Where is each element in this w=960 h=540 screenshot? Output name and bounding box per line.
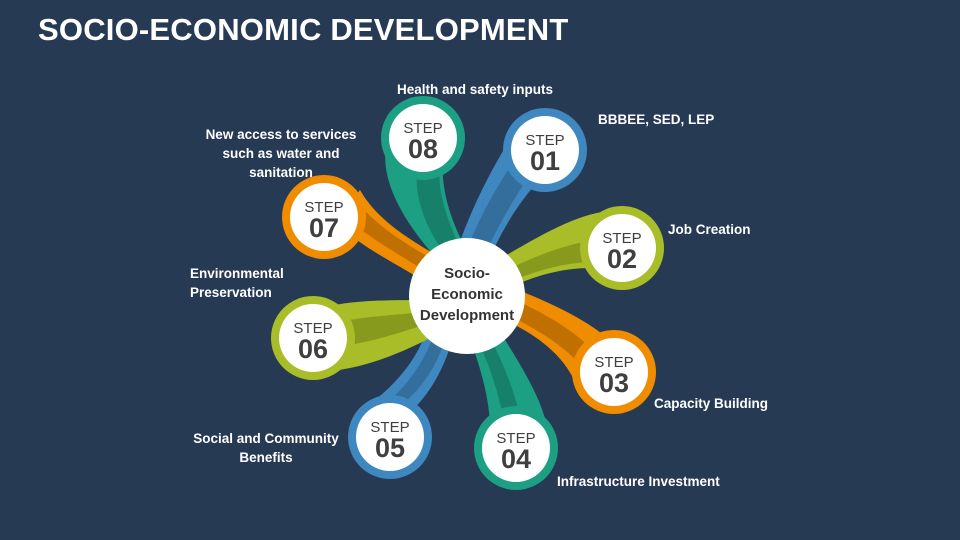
step-node-08: STEP 08 (381, 96, 465, 180)
step-node-01: STEP 01 (503, 108, 587, 192)
center-line-2: Economic (431, 286, 503, 303)
step-label-03: Capacity Building (654, 396, 769, 411)
step-node-02: STEP 02 (580, 206, 664, 290)
step-node-05: STEP 05 (348, 395, 432, 479)
step-word: STEP (525, 132, 564, 149)
step-label-01: BBBEE, SED, LEP (598, 112, 715, 127)
petal-step-07-shade (352, 208, 442, 275)
step-label-04: Infrastructure Investment (557, 474, 720, 489)
center-circle (409, 238, 525, 354)
petal-step-08-shade (416, 160, 462, 258)
step-number-06: 06 (298, 334, 328, 364)
step-label-05: Social and Community Benefits (193, 431, 339, 465)
step-label-07: New access to services such as water and… (205, 127, 357, 180)
step-number-03: 03 (599, 368, 629, 398)
step-word: STEP (403, 120, 442, 137)
step-node-04: STEP 04 (474, 406, 558, 490)
step-label-02: Job Creation (668, 222, 751, 237)
step-number-01: 01 (530, 146, 560, 176)
step-label-08: Health and safety inputs (396, 82, 554, 97)
step-word: STEP (594, 354, 633, 371)
step-word: STEP (496, 430, 535, 447)
step-number-07: 07 (309, 213, 339, 243)
petal-step-03-shade (502, 296, 598, 372)
step-word: STEP (602, 230, 641, 247)
center-line-3: Development (420, 307, 514, 324)
center-line-1: Socio- (444, 265, 490, 282)
step-number-05: 05 (375, 433, 405, 463)
step-node-06: STEP 06 (271, 296, 355, 380)
step-node-03: STEP 03 (572, 330, 656, 414)
step-word: STEP (304, 199, 343, 216)
center-node: Socio- Economic Development (409, 238, 525, 354)
step-number-02: 02 (607, 244, 637, 274)
petal-step-05-shade (392, 328, 448, 402)
step-number-08: 08 (408, 134, 438, 164)
page-title: SOCIO-ECONOMIC DEVELOPMENT (38, 12, 569, 47)
step-label-06: Environmental Preservation (190, 266, 284, 300)
step-word: STEP (293, 320, 332, 337)
step-word: STEP (370, 419, 409, 436)
step-node-07: STEP 07 (282, 175, 366, 259)
step-number-04: 04 (501, 444, 531, 474)
